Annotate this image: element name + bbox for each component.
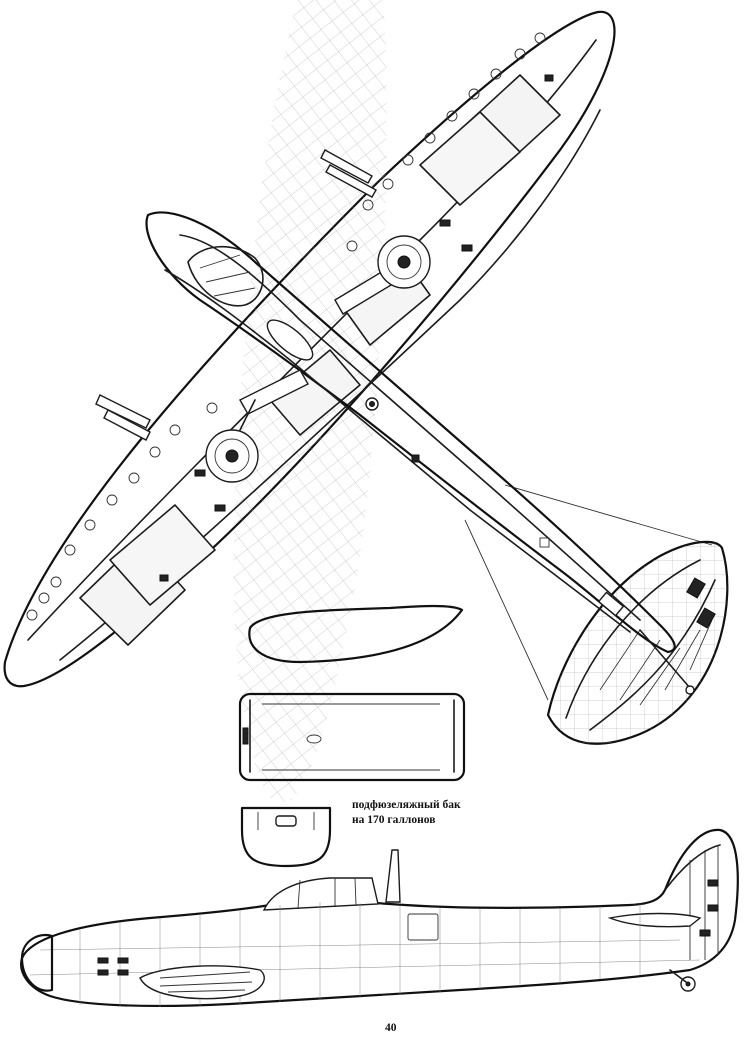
drop-tank-caption: подфюзеляжный бак на 170 галлонов <box>352 798 461 828</box>
plan-view-underside <box>0 0 744 810</box>
right-wheel <box>334 235 431 315</box>
caption-line-1: подфюзеляжный бак <box>352 799 461 811</box>
tailplane <box>546 540 729 745</box>
side-profile <box>20 828 739 1008</box>
drop-tank-top-view <box>238 692 466 782</box>
drop-tank-side-view <box>248 604 464 664</box>
caption-line-2: на 170 галлонов <box>352 814 436 826</box>
left-wheel <box>205 369 309 483</box>
fuselage <box>145 211 695 695</box>
page-number: 40 <box>385 1022 397 1034</box>
undercarriage <box>205 235 431 483</box>
drop-tank-front-view <box>240 806 332 868</box>
